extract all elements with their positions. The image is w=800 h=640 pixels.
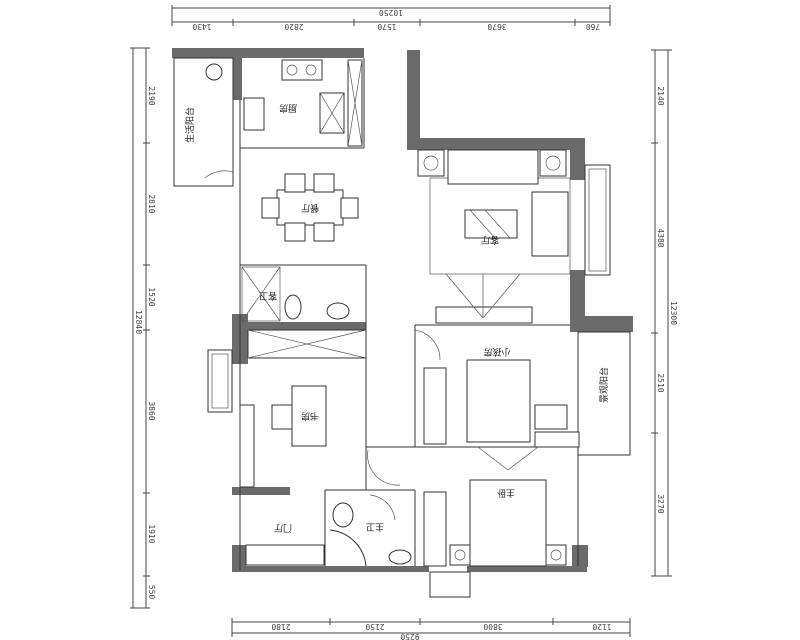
partitions bbox=[173, 57, 631, 598]
label-dining: 餐厅 bbox=[301, 202, 319, 214]
label-master-bath: 主卫 bbox=[366, 521, 384, 533]
label-foyer: 门厅 bbox=[274, 522, 292, 534]
dim-right-4: 3270 bbox=[656, 494, 665, 513]
dim-bottom-3: 3800 bbox=[483, 622, 502, 631]
sofa bbox=[447, 149, 539, 185]
label-living: 客厅 bbox=[481, 234, 499, 246]
label-kitchen: 厨房 bbox=[279, 102, 297, 114]
label-study: 书房 bbox=[301, 410, 319, 422]
left-dimensions: 12840 2190 2810 1520 3860 1910 550 bbox=[130, 47, 156, 609]
walls bbox=[172, 48, 633, 572]
label-utility-balcony: 生活阳台 bbox=[184, 107, 196, 143]
dim-bottom-2: 2150 bbox=[365, 622, 384, 631]
dim-right-total: 12300 bbox=[669, 301, 678, 325]
label-child-room: 小孩房 bbox=[483, 346, 510, 358]
dim-left-6: 550 bbox=[147, 585, 156, 600]
bottom-dimensions: 2180 2150 3800 1120 9250 bbox=[231, 618, 631, 640]
room-labels: 厨房 餐厅 客厅 生活阳台 小孩房 景观阳台 主卧 书房 门厅 主卫 客卫 bbox=[184, 102, 610, 534]
basin-icon bbox=[326, 302, 350, 320]
dim-top-3: 1570 bbox=[377, 22, 396, 31]
dim-left-total: 12840 bbox=[134, 310, 143, 334]
dim-left-5: 1910 bbox=[147, 524, 156, 543]
dim-top-4: 3670 bbox=[487, 22, 506, 31]
dim-left-4: 3860 bbox=[147, 401, 156, 420]
label-guest-bath: 客卫 bbox=[259, 290, 277, 302]
sink-icon bbox=[243, 97, 265, 131]
washer-icon bbox=[205, 63, 223, 81]
tv-cabinet bbox=[435, 306, 533, 324]
dim-bottom-1: 2180 bbox=[271, 622, 290, 631]
right-dimensions: 12300 2140 4380 2510 3270 bbox=[651, 49, 678, 577]
dim-top-5: 760 bbox=[586, 22, 601, 31]
desk bbox=[291, 385, 327, 447]
dim-right-1: 2140 bbox=[656, 86, 665, 105]
master-bed bbox=[469, 479, 547, 567]
label-scenic-balcony: 景观阳台 bbox=[598, 367, 610, 403]
top-dimensions: 10250 1430 2820 1570 3670 760 bbox=[171, 5, 611, 31]
dim-left-1: 2190 bbox=[147, 86, 156, 105]
dim-left-2: 2810 bbox=[147, 194, 156, 213]
dim-bottom-total: 9250 bbox=[400, 632, 419, 640]
furniture bbox=[205, 59, 580, 567]
dim-top-2: 2820 bbox=[284, 22, 303, 31]
dim-left-3: 1520 bbox=[147, 287, 156, 306]
toilet-icon bbox=[284, 294, 302, 320]
dim-right-2: 4380 bbox=[656, 228, 665, 247]
dim-bottom-4: 1120 bbox=[592, 622, 611, 631]
child-bed bbox=[466, 359, 531, 443]
label-master-bedroom: 主卧 bbox=[497, 487, 515, 499]
dim-top-1: 1430 bbox=[192, 22, 211, 31]
dim-right-3: 2510 bbox=[656, 373, 665, 392]
dim-top-total: 10250 bbox=[379, 8, 403, 17]
